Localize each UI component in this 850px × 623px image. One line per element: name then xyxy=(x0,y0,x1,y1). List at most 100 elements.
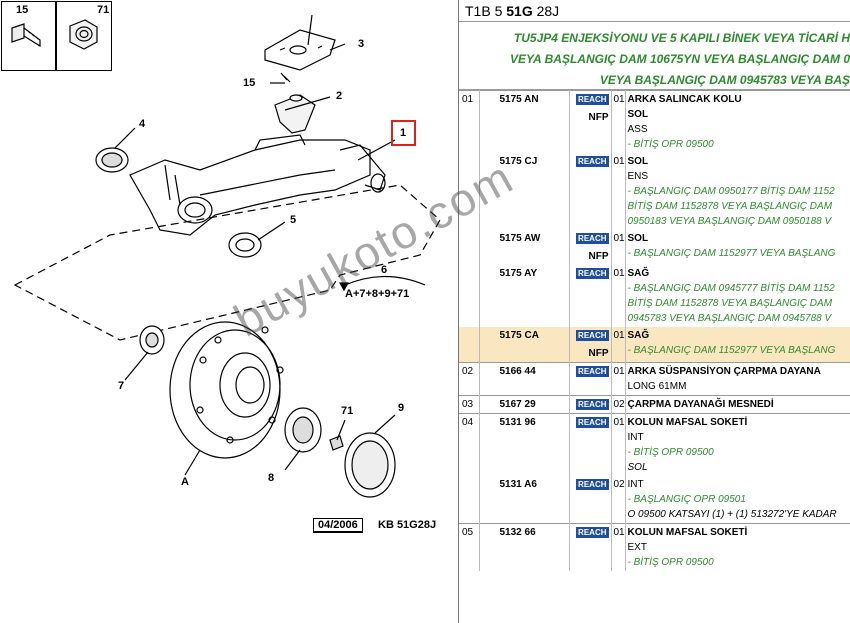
group-title: ARKA SALINCAK KOLU xyxy=(627,94,742,105)
description-line: - BAŞLANGIÇ DAM 0945777 BİTİŞ DAM 1152 xyxy=(627,283,835,294)
bearing-part-8 xyxy=(284,407,322,453)
description-line: - BİTİŞ OPR 09500 xyxy=(627,557,714,568)
callout-6[interactable]: 6 xyxy=(381,264,388,276)
quantity: 01 xyxy=(611,523,626,571)
diagram-code: KB 51G28J xyxy=(378,519,437,531)
quantity: 01 xyxy=(611,265,626,327)
model-code: 51G xyxy=(506,3,533,19)
seal-part-4 xyxy=(95,147,129,173)
quantity: 01 xyxy=(611,90,626,153)
callout-71-thumb[interactable]: 71 xyxy=(97,4,110,16)
group-number: 03 xyxy=(459,395,480,414)
callout-1[interactable]: 1 xyxy=(400,127,407,139)
callout-2[interactable]: 2 xyxy=(336,90,343,102)
part-description: KOLUN MAFSAL SOKETİ EXT - BİTİŞ OPR 09500 xyxy=(625,523,850,571)
group-number xyxy=(459,230,480,265)
callout-15[interactable]: 15 xyxy=(243,77,256,89)
part-reference[interactable]: 5131 A6 xyxy=(479,476,570,524)
part-reference[interactable]: 5175 AN xyxy=(479,90,570,153)
part-reference[interactable]: 5131 96 xyxy=(479,413,570,476)
dust-cap-part-9 xyxy=(344,432,396,498)
quantity: 01 xyxy=(611,230,626,265)
part-reference[interactable]: 5167 29 xyxy=(479,395,570,414)
part-reference[interactable]: 5175 AW xyxy=(479,230,570,265)
description-line: SOL xyxy=(627,462,648,473)
reach-badge: REACH xyxy=(576,417,609,428)
thumbnail-bolt[interactable] xyxy=(1,1,56,71)
diagram-drawing xyxy=(11,14,441,498)
part-reference[interactable]: 5175 AY xyxy=(479,265,570,327)
bump-stop-part-2 xyxy=(274,94,316,134)
description-line: 0945783 VEYA BAŞLANGIÇ DAM 0945788 V xyxy=(627,313,832,324)
reach-cell: REACH xyxy=(569,395,612,414)
wheel-hub-part-A xyxy=(169,321,284,459)
highlight-callout-1[interactable] xyxy=(391,120,416,146)
part-reference[interactable]: 5166 44 xyxy=(479,362,570,396)
group-title: ÇARPMA DAYANAĞI MESNEDİ xyxy=(627,399,774,410)
callout-5[interactable]: 5 xyxy=(290,214,297,226)
group-number: 04 xyxy=(459,413,480,476)
side-label: SOL xyxy=(627,233,649,244)
banner-line-2: VEYA BAŞLANGIÇ DAM 10675YN VEYA BAŞLANGI… xyxy=(509,52,850,66)
quantity: 01 xyxy=(611,413,626,476)
bolt-icon xyxy=(11,23,41,48)
group-number: 01 xyxy=(459,90,480,153)
callout-15-thumb[interactable]: 15 xyxy=(16,4,29,16)
group-number xyxy=(459,265,480,327)
group-number xyxy=(459,153,480,230)
description-line: - BAŞLANGIÇ OPR 09501 xyxy=(627,494,746,505)
part-reference[interactable]: 5175 CA xyxy=(479,327,570,363)
side-label: SOL xyxy=(627,109,649,120)
group-number: 05 xyxy=(459,523,480,571)
description-line: O 09500 KATSAYI (1) + (1) 513272'YE KADA… xyxy=(627,509,837,520)
description-line: 0950183 VEYA BAŞLANGIÇ DAM 0950188 V xyxy=(627,216,832,227)
description-line: - BİTİŞ OPR 09500 xyxy=(627,447,714,458)
description-line: LONG 61MM xyxy=(627,381,687,392)
part-reference[interactable]: 5175 CJ xyxy=(479,153,570,230)
description-line: EXT xyxy=(627,542,647,553)
callout-4[interactable]: 4 xyxy=(139,118,146,130)
bracket-part-3 xyxy=(264,14,336,71)
part-description: SOL - BAŞLANGIÇ DAM 1152977 VEYA BAŞLANG xyxy=(625,230,850,265)
callout-7[interactable]: 7 xyxy=(118,380,125,392)
description-line: ENS xyxy=(627,171,649,182)
reach-cell: REACH xyxy=(569,413,612,476)
quantity: 01 xyxy=(611,327,626,363)
reach-badge: REACH xyxy=(576,94,609,105)
callout-9[interactable]: 9 xyxy=(398,402,405,414)
description-line: - BAŞLANGIÇ DAM 1152977 VEYA BAŞLANG xyxy=(627,345,836,356)
reach-cell: REACH xyxy=(569,476,612,524)
reach-cell: REACH xyxy=(569,523,612,571)
callout-3[interactable]: 3 xyxy=(358,38,365,50)
part-reference[interactable]: 5132 66 xyxy=(479,523,570,571)
callout-71[interactable]: 71 xyxy=(341,405,354,417)
group-outline-6 xyxy=(13,184,441,341)
reach-badge: REACH xyxy=(576,268,609,279)
part-description: ARKA SÜSPANSİYON ÇARPMA DAYANA LONG 61MM xyxy=(625,362,850,396)
reach-cell: REACH xyxy=(569,153,612,230)
quantity: 02 xyxy=(611,395,626,414)
callout-A[interactable]: A xyxy=(181,476,189,488)
group-number xyxy=(459,476,480,524)
callout-8[interactable]: 8 xyxy=(268,472,275,484)
screw-part-15 xyxy=(280,72,291,83)
description-line: - BAŞLANGIÇ DAM 1152977 VEYA BAŞLANG xyxy=(627,248,836,259)
model-header: T1B 5 51G 28J xyxy=(459,0,850,22)
group-6-formula: A+7+8+9+71 xyxy=(345,288,410,300)
group-title: ARKA SÜSPANSİYON ÇARPMA DAYANA xyxy=(627,366,821,377)
group-title: KOLUN MAFSAL SOKETİ xyxy=(627,527,748,538)
